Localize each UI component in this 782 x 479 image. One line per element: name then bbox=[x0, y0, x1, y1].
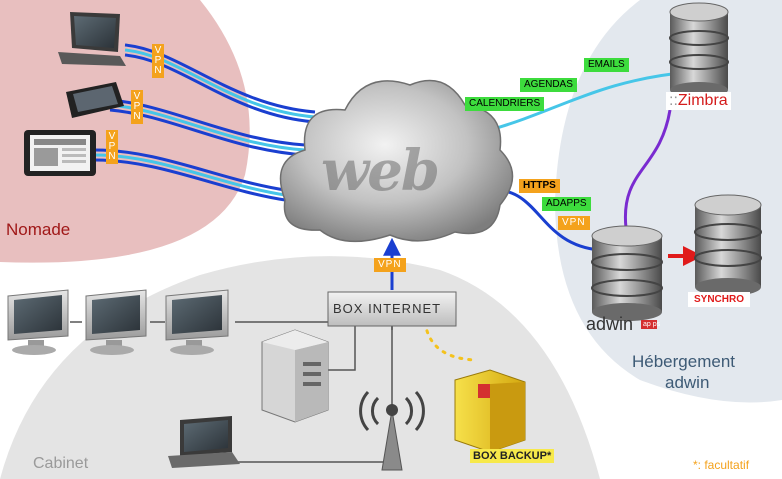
zimbra-label: ::Zimbra bbox=[666, 92, 731, 110]
vpn-letter: P bbox=[133, 101, 141, 112]
tablet-icon bbox=[24, 130, 96, 176]
vpn-letter: P bbox=[154, 55, 162, 66]
wifi-antenna-icon bbox=[359, 390, 425, 471]
vpn-letter: P bbox=[108, 141, 116, 152]
monitor-icon bbox=[165, 289, 229, 355]
vpn-tag-phone: V P N bbox=[131, 90, 143, 124]
vpn-tag-adwin: VPN bbox=[558, 216, 590, 230]
cabinet-label: Cabinet bbox=[33, 455, 89, 472]
monitor-icon bbox=[7, 289, 69, 355]
box-internet-label: BOX INTERNET bbox=[333, 301, 442, 316]
box-backup-device bbox=[454, 369, 526, 453]
laptop-icon bbox=[58, 12, 126, 66]
footnote: *: facultatif bbox=[693, 458, 750, 472]
vpn-tag-laptop: V P N bbox=[152, 44, 164, 78]
hebergement-sublabel: adwin bbox=[665, 373, 710, 392]
vpn-tag-internet: VPN bbox=[374, 258, 406, 272]
emails-tag: EMAILS bbox=[584, 58, 629, 72]
vpn-letter: N bbox=[108, 151, 116, 162]
vpn-letter: N bbox=[154, 65, 162, 76]
zimbra-adwin-link bbox=[623, 109, 672, 229]
adwin-label: adwin bbox=[586, 314, 634, 334]
zimbra-database-icon bbox=[669, 2, 729, 98]
box-internet-device bbox=[327, 291, 457, 327]
smartphone-icon bbox=[66, 82, 124, 118]
adwin-apps-badge: ap ps bbox=[641, 320, 661, 329]
vpn-letter: V bbox=[154, 45, 162, 56]
hebergement-label: Hébergement bbox=[632, 352, 736, 371]
vpn-letter: V bbox=[108, 131, 116, 142]
agendas-tag: AGENDAS bbox=[520, 78, 577, 92]
vpn-tag-tablet: V P N bbox=[106, 130, 118, 164]
adwin-database-icon bbox=[591, 225, 663, 321]
laptop-icon bbox=[168, 416, 240, 468]
box-backup-label: BOX BACKUP* bbox=[470, 449, 555, 463]
zimbra-link bbox=[489, 70, 691, 132]
adapps-tag: ADAPPS bbox=[542, 197, 591, 211]
calendriers-tag: CALENDRIERS bbox=[465, 97, 545, 111]
tower-server-icon bbox=[261, 329, 329, 423]
web-cloud-label: web bbox=[321, 138, 440, 204]
monitor-icon bbox=[85, 289, 147, 355]
web-cloud bbox=[279, 79, 514, 243]
synchro-database-icon bbox=[694, 194, 762, 296]
https-tag: HTTPS bbox=[519, 179, 560, 193]
zimbra-prefix: :: bbox=[669, 92, 678, 109]
nomade-label: Nomade bbox=[6, 220, 71, 239]
synchro-label: SYNCHRO bbox=[688, 292, 751, 307]
vpn-letter: V bbox=[133, 91, 141, 102]
vpn-letter: N bbox=[133, 111, 141, 122]
zimbra-name: Zimbra bbox=[677, 92, 728, 109]
